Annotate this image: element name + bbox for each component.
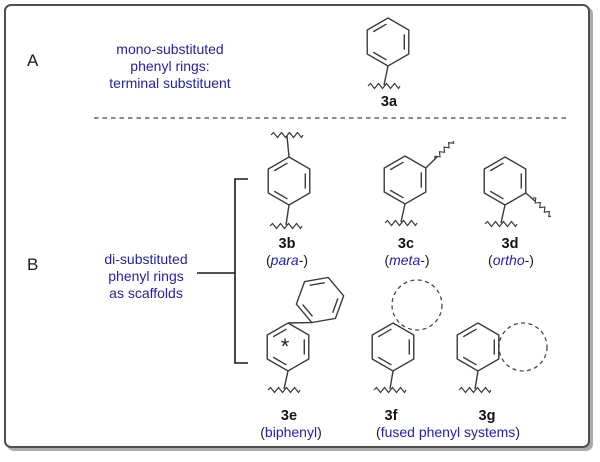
bond (383, 65, 389, 86)
caption-3b: (para-) (266, 252, 308, 268)
bond (500, 204, 506, 224)
section-a-heading: mono-substituted phenyl rings: terminal … (109, 41, 230, 92)
caption-word: ortho (492, 252, 525, 268)
structure-3d (483, 156, 554, 228)
heading-line: phenyl rings (108, 268, 184, 284)
benzene-ring (371, 322, 415, 372)
heading-line: mono-substituted (116, 41, 224, 57)
benzene-ring (456, 322, 500, 372)
caption-word: para (270, 252, 299, 268)
dashed-fused-ring (498, 322, 548, 372)
structure-3b (267, 131, 311, 230)
grouping-bracket (197, 178, 248, 364)
benzene-ring (383, 155, 427, 205)
caption-paren: ( (260, 424, 265, 440)
caption-paren: -) (524, 252, 534, 268)
caption-paren: ( (384, 252, 390, 268)
structure-3e: * (266, 269, 349, 394)
structure-3f (371, 279, 443, 394)
bond (389, 370, 394, 390)
section-divider (94, 117, 568, 119)
heading-line: phenyl rings: (130, 58, 210, 74)
structure-3c (383, 138, 456, 227)
benzene-ring (483, 156, 527, 206)
caption-fused-group: (fused phenyl systems) (376, 424, 520, 440)
bond (285, 204, 290, 226)
caption-word: biphenyl (264, 424, 318, 440)
dashed-fused-ring (391, 279, 443, 331)
caption-paren: ) (317, 424, 322, 440)
attachment-point-squiggle (530, 195, 554, 219)
caption-paren: -) (420, 252, 430, 268)
benzene-ring (267, 156, 311, 206)
bond (400, 203, 406, 223)
bond (283, 370, 289, 390)
heading-line: di-substituted (104, 251, 188, 267)
structure-label-3f: 3f (384, 408, 398, 424)
caption-3e: (biphenyl) (260, 424, 322, 440)
caption-paren: ( (488, 252, 493, 268)
structure-label-3d: 3d (501, 236, 519, 252)
section-b-heading: di-substituted phenyl rings as scaffolds (104, 251, 187, 302)
heading-line: terminal substituent (109, 75, 231, 91)
structure-label-3a: 3a (380, 94, 398, 110)
caption-paren: ( (376, 424, 381, 440)
caption-3d: (ortho-) (488, 252, 534, 268)
benzene-ring (291, 269, 349, 331)
structure-label-3c: 3c (397, 236, 415, 252)
caption-3c: (meta-) (384, 252, 429, 268)
caption-paren: ( (265, 252, 271, 268)
section-b-label: B (27, 255, 39, 274)
caption-paren: -) (298, 252, 309, 268)
benzene-ring (366, 17, 410, 67)
heading-line: as scaffolds (109, 285, 183, 301)
section-a-label: A (27, 51, 39, 70)
bond (286, 135, 290, 158)
structure-label-3b: 3b (278, 236, 296, 252)
caption-word: fused phenyl systems (380, 424, 516, 440)
caption-word: meta (389, 252, 421, 268)
bond (474, 370, 479, 390)
structure-3a (366, 17, 410, 90)
caption-paren: ) (515, 424, 520, 440)
scaffold-asterisk: * (281, 334, 290, 359)
structure-label-3e: 3e (280, 408, 298, 424)
bond (525, 192, 536, 202)
structure-3g (456, 322, 548, 394)
structure-label-3g: 3g (478, 408, 496, 424)
